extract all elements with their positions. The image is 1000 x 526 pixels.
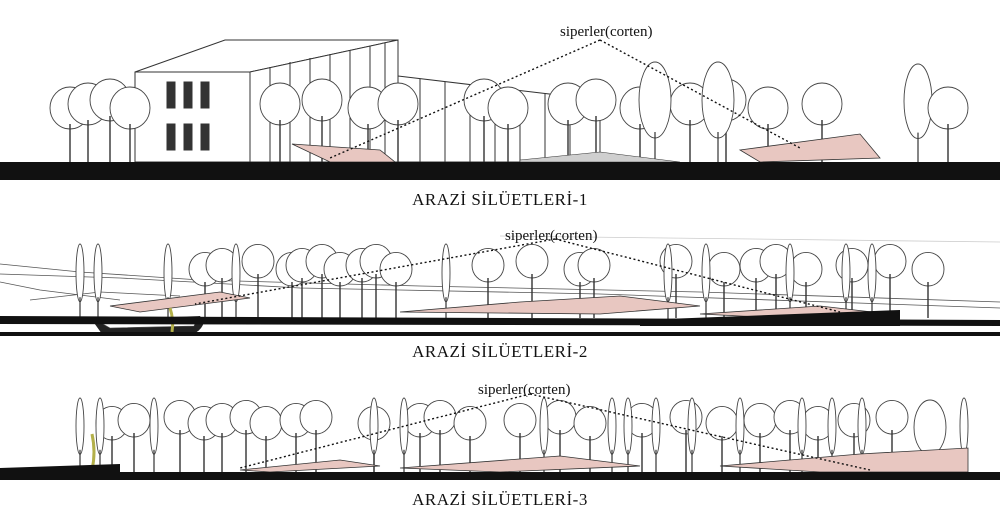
cypress-tree bbox=[867, 243, 877, 320]
annotation-label-2: siperler(corten) bbox=[505, 228, 597, 244]
cypress-tree bbox=[651, 397, 661, 472]
cypress-tree bbox=[369, 397, 379, 472]
cypress-tree bbox=[638, 61, 672, 162]
annotation-leaders-1 bbox=[329, 39, 801, 159]
section-2: siperler(corten) bbox=[0, 222, 1000, 342]
section-1: siperler(corten) bbox=[0, 0, 1000, 182]
deciduous-tree bbox=[379, 251, 413, 318]
section-3: siperler(corten) bbox=[0, 372, 1000, 490]
trees-row-3 bbox=[75, 397, 969, 472]
section-3-drawing: siperler(corten) bbox=[0, 382, 1000, 480]
cypress-tree bbox=[701, 61, 735, 162]
deciduous-tree bbox=[835, 247, 869, 318]
cypress-tree bbox=[607, 397, 617, 472]
deciduous-tree bbox=[109, 86, 151, 162]
deciduous-tree bbox=[241, 243, 275, 318]
corten-shields-2 bbox=[109, 291, 891, 319]
cypress-tree bbox=[95, 397, 105, 472]
deciduous-tree bbox=[117, 402, 151, 472]
deciduous-tree bbox=[487, 86, 529, 162]
cypress-tree bbox=[539, 397, 549, 472]
deciduous-tree bbox=[423, 399, 457, 472]
deciduous-tree bbox=[377, 82, 419, 162]
cypress-tree bbox=[149, 397, 159, 472]
cypress-tree bbox=[93, 243, 103, 320]
section-title-2: ARAZİ SİLÜETLERİ-2 bbox=[412, 342, 588, 361]
deciduous-tree bbox=[163, 399, 197, 472]
corten-shields-3 bbox=[239, 447, 969, 473]
cypress-tree bbox=[701, 243, 711, 320]
cypress-tree bbox=[903, 63, 933, 162]
section-1-drawing: siperler(corten) bbox=[0, 24, 1000, 180]
deciduous-tree bbox=[205, 402, 239, 472]
ground-line-1 bbox=[0, 162, 1000, 180]
trees-row-1 bbox=[49, 61, 969, 162]
deciduous-tree bbox=[927, 86, 969, 162]
cypress-tree bbox=[75, 243, 85, 320]
deciduous-tree bbox=[249, 405, 283, 472]
cypress-tree bbox=[735, 397, 745, 472]
annotation-label-1: siperler(corten) bbox=[560, 24, 652, 40]
deciduous-tree bbox=[911, 251, 945, 318]
section-2-drawing: siperler(corten) bbox=[0, 228, 1000, 336]
cypress-tree bbox=[75, 397, 85, 472]
cypress-tree bbox=[623, 397, 633, 472]
cypress-tree bbox=[231, 243, 241, 320]
deciduous-tree bbox=[259, 82, 301, 162]
deciduous-tree bbox=[669, 399, 703, 472]
annotation-label-3: siperler(corten) bbox=[478, 382, 570, 398]
cypress-tree bbox=[687, 397, 697, 472]
deciduous-tree bbox=[301, 78, 343, 162]
deciduous-tree bbox=[503, 402, 537, 472]
section-title-1: ARAZİ SİLÜETLERİ-1 bbox=[412, 190, 588, 209]
plant-3 bbox=[90, 433, 96, 471]
deciduous-tree bbox=[873, 243, 907, 318]
cypress-tree bbox=[399, 397, 409, 472]
deciduous-tree bbox=[471, 247, 505, 318]
annotation-leaders-3 bbox=[239, 393, 871, 471]
ground-line-3 bbox=[0, 472, 1000, 480]
section-title-3: ARAZİ SİLÜETLERİ-3 bbox=[412, 490, 588, 509]
